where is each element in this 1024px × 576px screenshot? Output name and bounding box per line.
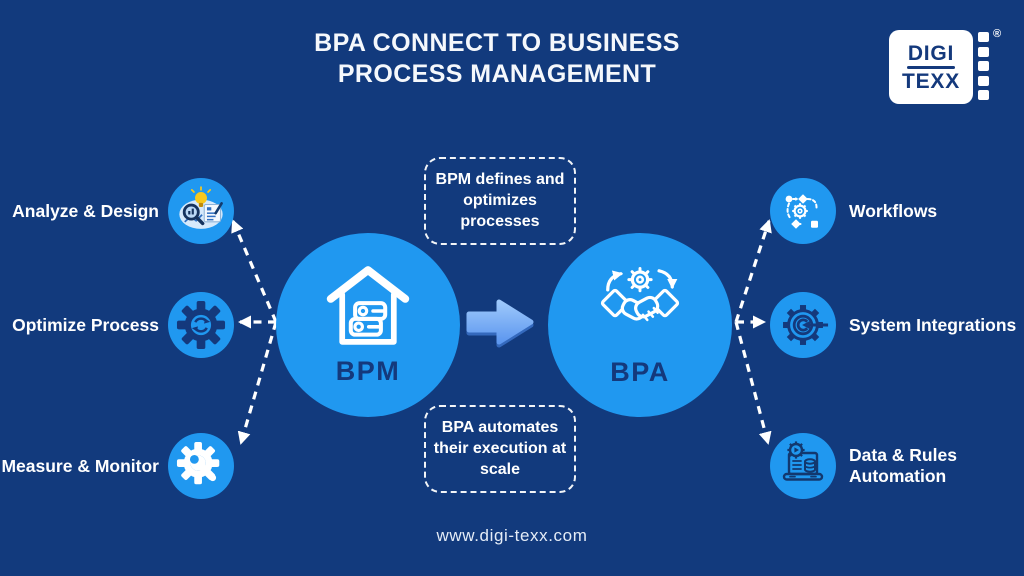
left-item-analyze-design: Analyze & Design bbox=[0, 178, 234, 244]
digitexx-logo-box: DIGI TEXX bbox=[889, 30, 973, 104]
right-item-system-integrations: System Integrations bbox=[770, 292, 1016, 358]
left-item-measure-monitor: Measure & Monitor bbox=[0, 433, 234, 499]
arrow-right-icon bbox=[466, 299, 534, 348]
bpa-note-box: BPA automates their execution at scale bbox=[424, 405, 576, 494]
optimize-gear-icon bbox=[168, 292, 234, 358]
workflows-label: Workflows bbox=[849, 200, 938, 221]
page-title-line2: PROCESS MANAGEMENT bbox=[337, 60, 657, 88]
bpm-note-box: BPM defines and optimizes processes bbox=[424, 157, 576, 246]
digitexx-logo: DIGI TEXX ® bbox=[889, 28, 1009, 108]
logo-text-texx: TEXX bbox=[901, 69, 961, 93]
data-automation-laptop-icon bbox=[770, 433, 836, 499]
workflows-icon bbox=[770, 178, 836, 244]
bpm-label: BPM bbox=[335, 356, 401, 386]
bpa-circle: BPA bbox=[548, 233, 732, 417]
page-title: BPA CONNECT TO BUSINESS PROCESS MANAGEME… bbox=[232, 28, 762, 90]
right-item-workflows: Workflows bbox=[770, 178, 937, 244]
bpa-label: BPA bbox=[610, 357, 670, 387]
measure-wrench-icon bbox=[168, 433, 234, 499]
data-rules-automation-label: Data & Rules Automation bbox=[849, 445, 957, 486]
page-title-line1: BPA CONNECT TO BUSINESS bbox=[314, 29, 680, 57]
optimize-process-label: Optimize Process bbox=[12, 314, 159, 335]
bpa-handshake-gear-icon bbox=[600, 266, 680, 322]
right-item-data-rules-automation: Data & Rules Automation bbox=[770, 433, 989, 499]
system-integrations-label: System Integrations bbox=[849, 314, 1017, 335]
logo-divider bbox=[907, 65, 955, 69]
logo-text-digi: DIGI bbox=[907, 41, 955, 65]
left-item-optimize-process: Optimize Process bbox=[0, 292, 234, 358]
website-url: www.digi-texx.com bbox=[436, 526, 588, 545]
filmstrip-icon bbox=[978, 32, 989, 100]
analyze-design-label: Analyze & Design bbox=[12, 200, 159, 221]
registered-trademark-mark: ® bbox=[993, 28, 1002, 40]
analyze-design-icon bbox=[168, 178, 234, 244]
bpm-house-servers-icon bbox=[326, 266, 410, 345]
system-integrations-gear-icon bbox=[770, 292, 836, 358]
measure-monitor-label: Measure & Monitor bbox=[1, 455, 159, 476]
bpm-circle: BPM bbox=[276, 233, 460, 417]
